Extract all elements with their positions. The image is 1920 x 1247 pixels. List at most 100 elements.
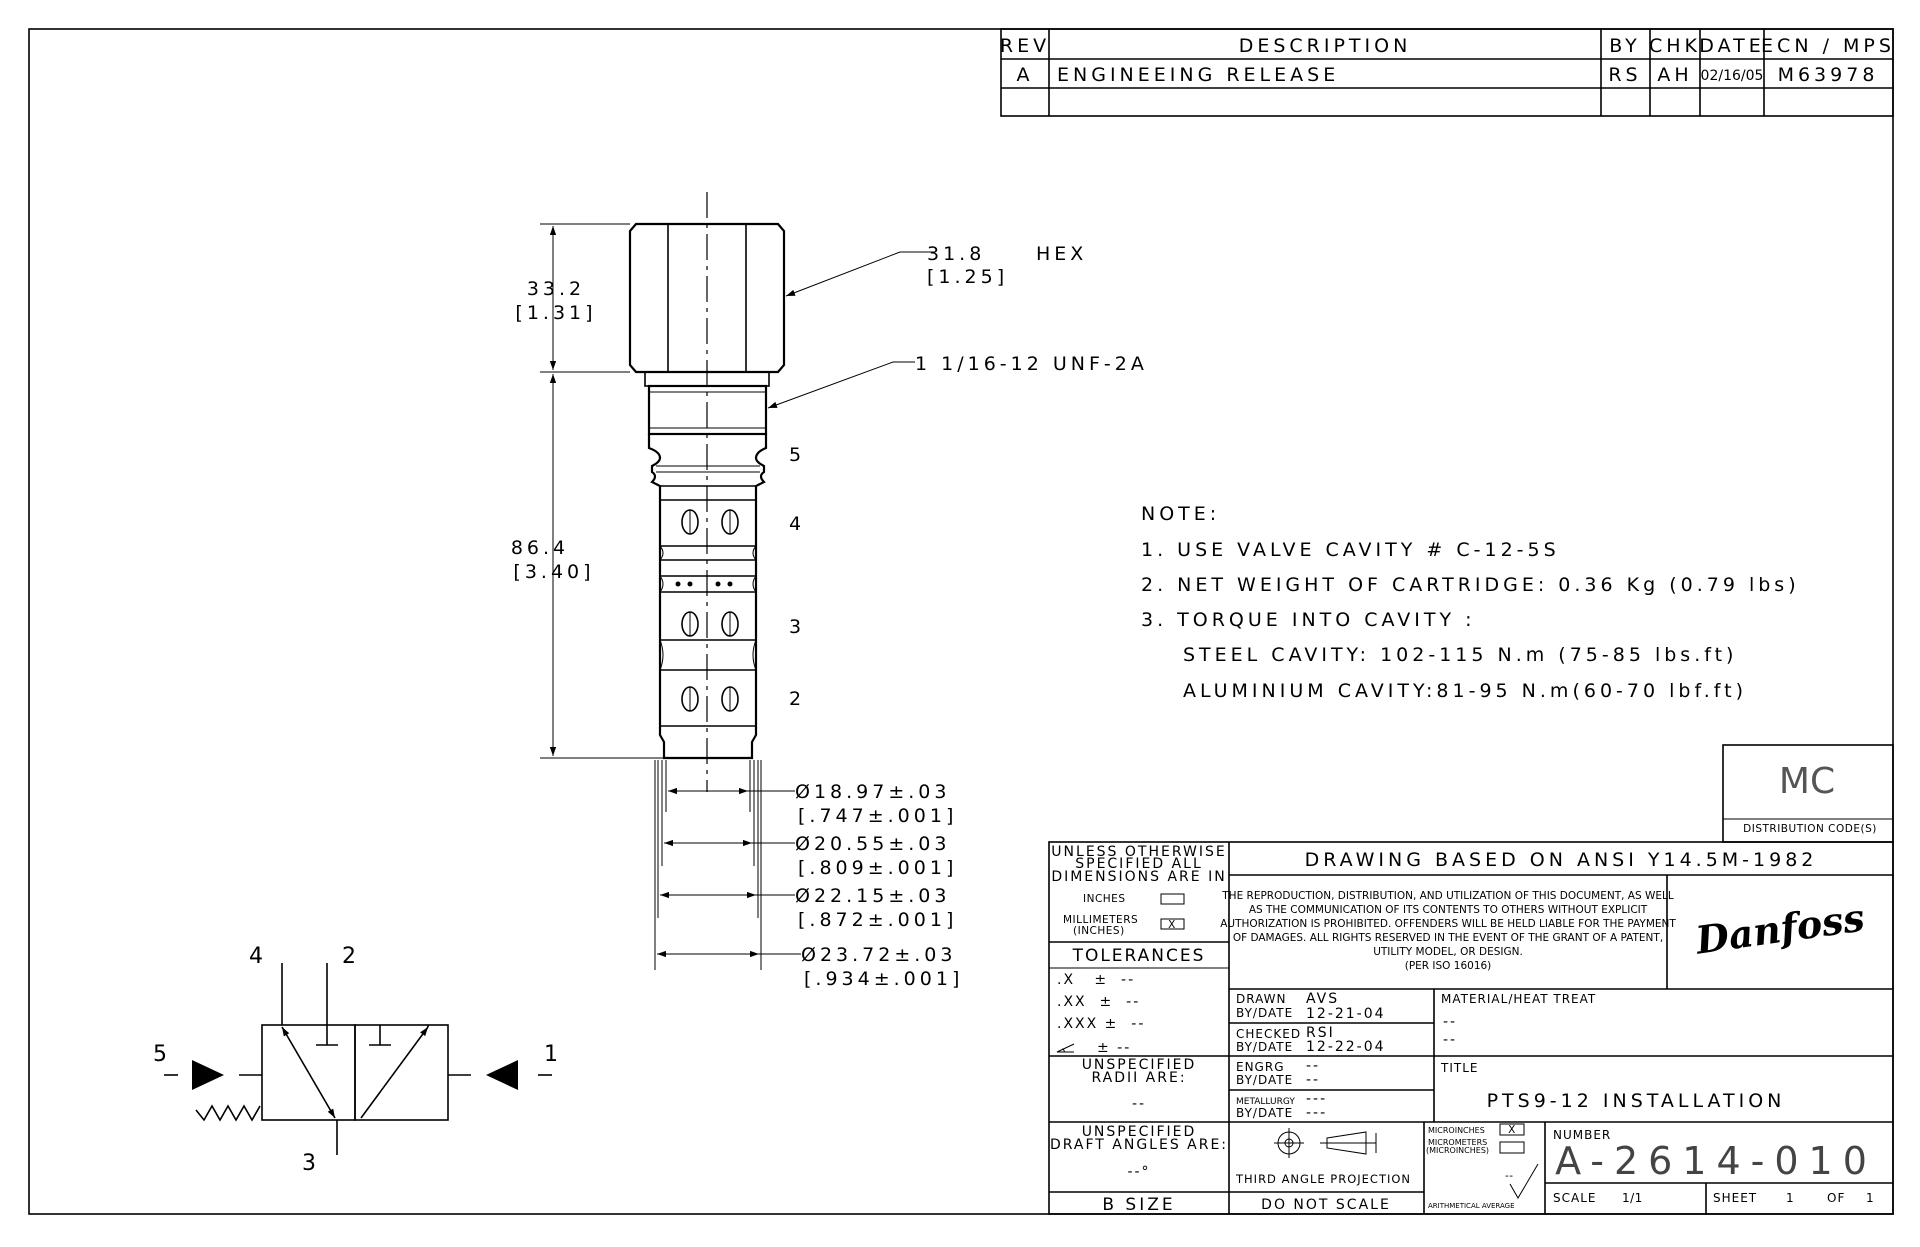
dia2-in: [.809±.001] <box>798 857 957 879</box>
cartridge-body <box>647 434 768 760</box>
dia1-in: [.747±.001] <box>798 805 957 827</box>
notes: NOTE: 1. USE VALVE CAVITY # C-12-5S 2. N… <box>1141 503 1800 702</box>
rev-value: A <box>1017 64 1034 86</box>
micrometers-checkbox <box>1499 1141 1525 1154</box>
engrg-date: -- <box>1306 1072 1320 1088</box>
symbol-port-4: 4 <box>249 944 267 969</box>
symbol-port-3: 3 <box>302 1151 320 1176</box>
tolerances-label: TOLERANCES <box>1072 946 1206 966</box>
scale-value: 1/1 <box>1622 1191 1643 1205</box>
hex-nut <box>628 222 786 374</box>
hex-size-in: [1.25] <box>927 266 1008 288</box>
third-angle-projection-icon <box>1274 1128 1377 1158</box>
note-3: 3. TORQUE INTO CAVITY : <box>1141 609 1476 631</box>
engrg-bydate-label: BY/DATE <box>1236 1073 1293 1087</box>
draft-line-1: UNSPECIFIED <box>1082 1124 1197 1140</box>
description-header: DESCRIPTION <box>1239 35 1412 57</box>
chk-header: CHK <box>1649 35 1701 57</box>
projection-label: THIRD ANGLE PROJECTION <box>1235 1172 1411 1186</box>
material-label: MATERIAL/HEAT TREAT <box>1441 992 1596 1006</box>
hex-label: HEX <box>1036 243 1087 265</box>
number-label: NUMBER <box>1553 1128 1611 1142</box>
port-holes <box>675 509 739 712</box>
scale-label: SCALE <box>1553 1191 1596 1205</box>
drawn-name: AVS <box>1306 991 1339 1007</box>
unless-line-2: SPECIFIED ALL <box>1075 856 1203 872</box>
tolerance-x: .X ± -- <box>1057 972 1135 988</box>
drawing-standard: DRAWING BASED ON ANSI Y14.5M-1982 <box>1305 849 1818 871</box>
microinches-checkbox <box>1499 1123 1525 1136</box>
thread-spec: 1 1/16-12 UNF-2A <box>915 353 1148 375</box>
symbol-port-1: 1 <box>544 1042 562 1067</box>
spring-symbol <box>195 1104 261 1122</box>
draft-line-2: DRAFT ANGLES ARE: <box>1050 1137 1228 1153</box>
distribution-code-box: MC DISTRIBUTION CODE(S) <box>1722 744 1894 843</box>
by-header: BY <box>1609 35 1641 57</box>
legal-line-1: THE REPRODUCTION, DISTRIBUTION, AND UTIL… <box>1221 890 1674 902</box>
dia3-mm: Ø22.15±.03 <box>795 885 950 907</box>
millimeters-label: MILLIMETERS <box>1063 914 1138 926</box>
dia4-mm: Ø23.72±.03 <box>801 944 956 966</box>
tolerance-xx: .XX ± -- <box>1057 994 1140 1010</box>
checked-label: CHECKED <box>1236 1027 1301 1041</box>
distribution-code: MC <box>1779 761 1835 802</box>
sheet-label: SHEET <box>1713 1191 1757 1205</box>
of-label: OF <box>1827 1191 1845 1205</box>
legal-line-5: UTILITY MODEL, OR DESIGN. <box>1373 946 1523 958</box>
drawn-date: 12-21-04 <box>1306 1006 1386 1022</box>
do-not-scale: DO NOT SCALE <box>1261 1197 1391 1213</box>
notes-heading: NOTE: <box>1141 503 1220 525</box>
micrometers-label: MICROMETERS <box>1428 1138 1487 1147</box>
metallurgy-label: METALLURGY <box>1236 1097 1295 1107</box>
body-length-mm: 86.4 <box>511 537 569 559</box>
thread-section <box>647 384 768 436</box>
note-3-aluminium: ALUMINIUM CAVITY:81-95 N.m(60-70 lbf.ft) <box>1183 680 1747 702</box>
legal-line-4: OF DAMAGES. ALL RIGHTS RESERVED IN THE E… <box>1233 932 1663 944</box>
legal-line-3: AUTHORIZATION IS PROHIBITED. OFFENDERS W… <box>1220 918 1676 930</box>
engrg-name: -- <box>1306 1058 1320 1074</box>
sheet-size: B SIZE <box>1102 1195 1175 1215</box>
tolerance-angle: ± -- <box>1097 1040 1131 1056</box>
hex-height-in: [1.31] <box>515 302 596 324</box>
tolerance-xxx: .XXX ± -- <box>1057 1016 1145 1032</box>
of-value: 1 <box>1866 1191 1874 1205</box>
legal-line-2: AS THE COMMUNICATION OF ITS CONTENTS TO … <box>1249 904 1648 916</box>
checked-bydate-label: BY/DATE <box>1236 1040 1293 1054</box>
description-value: ENGINEEING RELEASE <box>1057 64 1339 86</box>
port-4-label: 4 <box>789 513 805 535</box>
by-value: RS <box>1608 64 1641 86</box>
hex-height-mm: 33.2 <box>527 278 585 300</box>
dia3-in: [.872±.001] <box>798 909 957 931</box>
sheet-border <box>28 28 1894 1215</box>
material-value-2: -- <box>1443 1032 1457 1048</box>
millimeters-checkbox <box>1160 918 1185 930</box>
unless-line-3: DIMENSIONS ARE IN <box>1051 869 1226 885</box>
port-5-label: 5 <box>789 444 805 466</box>
engrg-label: ENGRG <box>1236 1060 1285 1074</box>
checked-date: 12-22-04 <box>1306 1039 1386 1055</box>
date-header: DATE <box>1699 35 1764 57</box>
chk-value: AH <box>1657 64 1692 86</box>
note-2: 2. NET WEIGHT OF CARTRIDGE: 0.36 Kg (0.7… <box>1141 574 1800 596</box>
sheet-value: 1 <box>1786 1191 1794 1205</box>
note-3-steel: STEEL CAVITY: 102-115 N.m (75-85 lbs.ft) <box>1183 644 1737 666</box>
ecn-header: ECN / MPS <box>1761 35 1895 57</box>
radii-line-1: UNSPECIFIED <box>1082 1057 1197 1073</box>
inches-paren-label: (INCHES) <box>1073 925 1125 937</box>
port-2-label: 2 <box>789 688 805 710</box>
brand-logo: Danfoss <box>1692 894 1867 962</box>
metallurgy-date: --- <box>1306 1105 1327 1121</box>
drawn-label: DRAWN <box>1236 992 1287 1006</box>
inches-label: INCHES <box>1083 893 1125 905</box>
symbol-port-5: 5 <box>153 1042 171 1067</box>
radii-value: -- <box>1132 1096 1146 1112</box>
inches-checkbox <box>1160 893 1185 905</box>
unless-line-1: UNLESS OTHERWISE <box>1051 844 1226 860</box>
ecn-value: M63978 <box>1778 64 1879 86</box>
dia2-mm: Ø20.55±.03 <box>795 833 950 855</box>
material-value-1: -- <box>1443 1014 1457 1030</box>
draft-value: --° <box>1127 1164 1150 1180</box>
microinches-mark: X <box>1508 1124 1516 1136</box>
